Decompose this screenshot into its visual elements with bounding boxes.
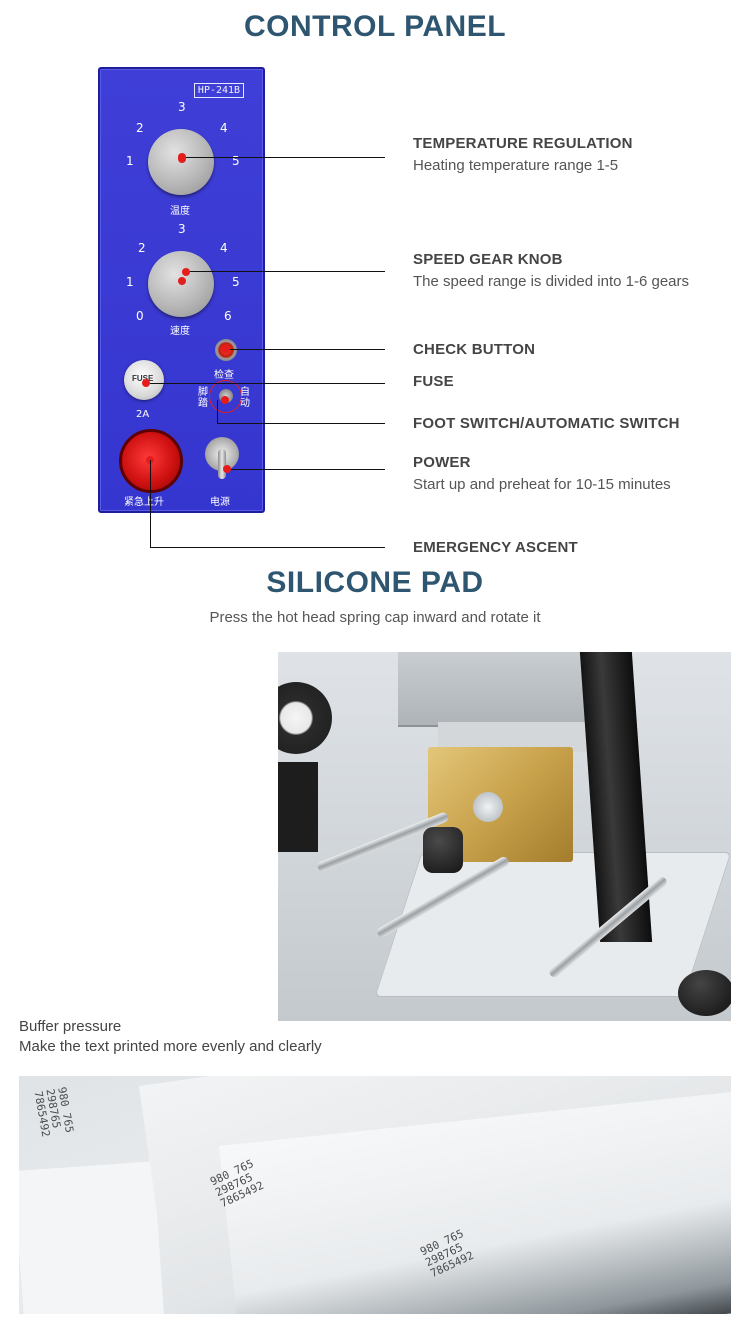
foot-auto-switch-ring: [209, 380, 242, 413]
temp-dial-number: 5: [232, 154, 240, 168]
callout-title-power: POWER: [413, 454, 471, 471]
marker-dot: [142, 379, 150, 387]
speed-dial-number: 2: [138, 241, 146, 255]
printed-bags-photo: 980 765 298765 7865492 980 765 298765 78…: [19, 1076, 731, 1314]
control-panel-heading: CONTROL PANEL: [243, 10, 507, 43]
temperature-knob[interactable]: [148, 129, 214, 195]
marker-dot: [221, 396, 229, 404]
corner-knob: [678, 970, 731, 1016]
callout-desc-power: Start up and preheat for 10-15 minutes: [413, 476, 671, 493]
leader-line: [217, 400, 218, 424]
leader-line: [190, 271, 385, 272]
speed-dial-number: 5: [232, 275, 240, 289]
callout-title-emergency: EMERGENCY ASCENT: [413, 539, 578, 556]
model-label: HP-241B: [194, 83, 244, 98]
leader-line: [150, 547, 385, 548]
spring-cap-knob[interactable]: [423, 827, 463, 873]
leader-line: [150, 460, 151, 547]
speed-knob[interactable]: [148, 251, 214, 317]
speed-dial-number: 0: [136, 309, 144, 323]
caption-print-evenly: Make the text printed more evenly and cl…: [19, 1038, 322, 1055]
speed-label: 速度: [170, 326, 190, 337]
marker-dot: [222, 345, 230, 353]
marker-dot: [223, 465, 231, 473]
side-frame: [278, 762, 318, 852]
temperature-label: 温度: [170, 206, 190, 217]
callout-title-check: CHECK BUTTON: [413, 341, 536, 358]
hot-head-photo: [278, 652, 731, 1021]
speed-dial-number: 3: [178, 222, 186, 236]
leader-line: [231, 469, 385, 470]
temp-dial-number: 3: [178, 100, 186, 114]
callout-desc-speed: The speed range is divided into 1-6 gear…: [413, 273, 690, 290]
emergency-label: 紧急上升: [124, 497, 164, 508]
printed-code: 980 765 298765 7865492: [31, 1085, 77, 1138]
leader-line: [230, 349, 385, 350]
bag-sheet: [19, 1161, 165, 1314]
marker-dot: [178, 153, 186, 161]
leader-line: [186, 157, 385, 158]
head-mount: [398, 652, 598, 727]
control-panel-device: HP-241B 1 2 3 4 5 温度 0 1 2 3 4 5 6 速度 检查…: [98, 67, 265, 513]
callout-title-temperature: TEMPERATURE REGULATION: [413, 135, 633, 152]
temp-dial-number: 1: [126, 154, 134, 168]
temp-dial-number: 4: [220, 121, 228, 135]
power-label: 电源: [210, 497, 230, 508]
power-switch-lever: [218, 449, 226, 479]
fuse-text: FUSE: [132, 374, 154, 383]
foot-switch-label: 脚踏: [198, 387, 208, 409]
silicone-pad-heading: SILICONE PAD: [266, 566, 484, 599]
leader-line: [150, 383, 385, 384]
power-switch[interactable]: [203, 431, 241, 481]
leader-line: [217, 423, 385, 424]
silicone-subtitle: Press the hot head spring cap inward and…: [209, 609, 541, 626]
speed-dial-number: 1: [126, 275, 134, 289]
caption-buffer-pressure: Buffer pressure: [19, 1018, 122, 1035]
auto-switch-label: 自动: [240, 387, 250, 409]
speed-dial-number: 4: [220, 241, 228, 255]
callout-title-foot-switch: FOOT SWITCH/AUTOMATIC SWITCH: [413, 415, 680, 432]
callout-title-speed: SPEED GEAR KNOB: [413, 251, 563, 268]
speed-dial-number: 6: [224, 309, 232, 323]
heating-head-hole: [473, 792, 503, 822]
marker-dot: [182, 268, 190, 276]
ribbon-roller: [278, 682, 332, 754]
fuse-rating-label: 2A: [136, 409, 150, 420]
check-label: 检查: [214, 370, 234, 381]
temp-dial-number: 2: [136, 121, 144, 135]
callout-title-fuse: FUSE: [413, 373, 454, 390]
callout-desc-temperature: Heating temperature range 1-5: [413, 157, 619, 174]
emergency-ascent-button[interactable]: [119, 429, 183, 493]
